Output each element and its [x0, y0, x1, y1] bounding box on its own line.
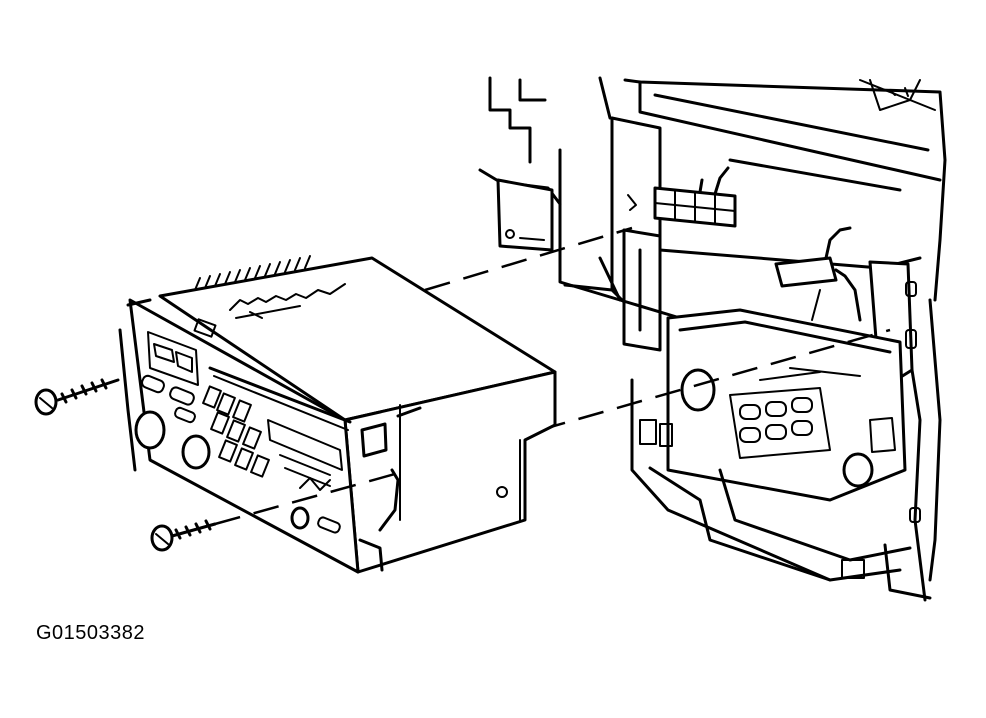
instrument-panel-mounting-area — [478, 76, 947, 602]
figure-id-label: G01503382 — [36, 622, 146, 644]
mounting-screw-upper — [34, 378, 120, 416]
alignment-guide-lines — [424, 226, 891, 432]
radio-receiver-unit — [118, 255, 557, 574]
climate-control-panel — [639, 308, 907, 502]
mounting-screw-lower — [150, 472, 396, 552]
wiring-connector-lower — [774, 226, 862, 322]
wiring-connector-upper — [653, 166, 737, 228]
